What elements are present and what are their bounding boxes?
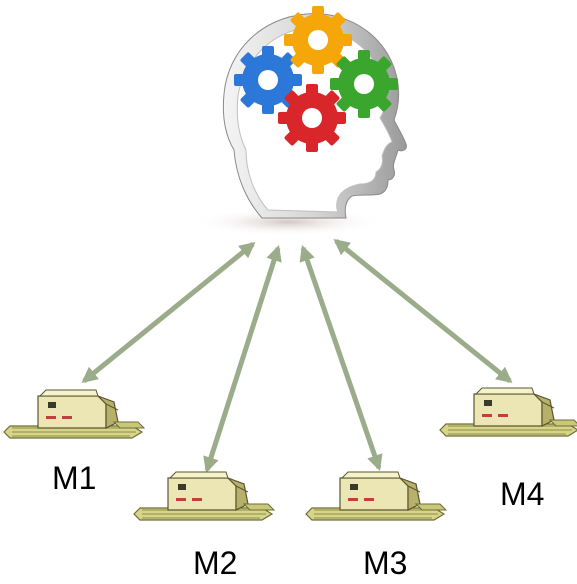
machine-label-m1: M1	[52, 460, 97, 496]
machine-m2	[133, 471, 275, 521]
machine-label-m3: M3	[363, 545, 408, 581]
machine-label-m2: M2	[193, 545, 238, 581]
machine-label-m4: M4	[500, 476, 545, 512]
arrow-m4	[333, 238, 513, 384]
machine-m4	[439, 387, 577, 437]
connection-arrows	[81, 238, 513, 474]
arrow-m3	[299, 244, 383, 472]
machine-m3	[305, 471, 447, 521]
machine-m1	[3, 389, 145, 439]
head-with-gears-icon	[193, 6, 407, 236]
arrow-m1	[81, 241, 256, 384]
arrow-m2	[203, 244, 282, 474]
